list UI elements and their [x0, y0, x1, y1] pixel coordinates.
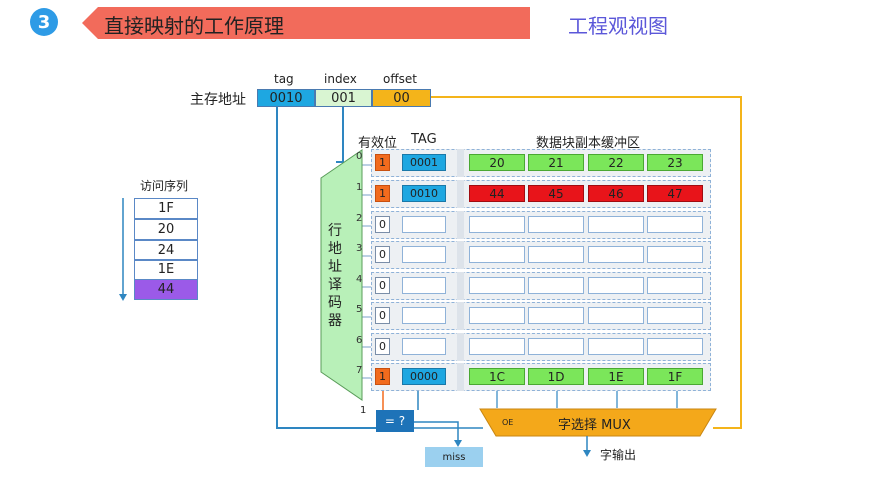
page-title: 直接映射的工作原理 [104, 14, 284, 38]
tag-cell: 0000 [402, 368, 446, 385]
row-separator [457, 272, 464, 300]
row-index: 1 [356, 182, 363, 193]
data-word-cell [588, 307, 644, 324]
data-word-cell: 22 [588, 154, 644, 171]
tag-cell [402, 246, 446, 263]
tag-cell [402, 307, 446, 324]
data-word-cell [588, 338, 644, 355]
row-index: 0 [356, 151, 363, 162]
row-separator [457, 241, 464, 269]
mux-oe-label: OE [502, 418, 514, 427]
row-separator [457, 180, 464, 208]
tag-cell: 0010 [402, 185, 446, 202]
row-index: 2 [356, 213, 363, 224]
data-word-cell: 47 [647, 185, 703, 202]
valid-bit: 1 [375, 185, 390, 202]
tag-cell [402, 277, 446, 294]
data-word-cell [647, 216, 703, 233]
data-word-cell [469, 216, 525, 233]
decoder-label: 行地址译码器 [328, 223, 342, 329]
row-separator [457, 211, 464, 239]
data-word-cell [588, 277, 644, 294]
row-separator [457, 302, 464, 330]
data-word-cell: 1C [469, 368, 525, 385]
valid-bit: 1 [375, 368, 390, 385]
data-word-cell: 1F [647, 368, 703, 385]
index-field-value: 001 [315, 89, 372, 107]
data-word-cell: 21 [528, 154, 584, 171]
decoder-outputs [362, 164, 371, 379]
data-word-cell: 45 [528, 185, 584, 202]
data-word-cell: 1E [588, 368, 644, 385]
tag-field-header: tag [274, 72, 294, 86]
word-output-label: 字输出 [600, 448, 637, 462]
valid-bit: 0 [375, 216, 390, 233]
data-word-cell [469, 246, 525, 263]
row-index: 3 [356, 243, 363, 254]
comparator-to-miss [414, 421, 459, 442]
data-word-cell [647, 307, 703, 324]
data-word-cell [528, 216, 584, 233]
word-select-mux [479, 408, 717, 437]
data-buffer-header: 数据块副本缓冲区 [536, 136, 641, 151]
mux-label: 字选择 MUX [558, 418, 631, 433]
tag-cell: 0001 [402, 154, 446, 171]
comparator-input-label: 1 [360, 405, 367, 416]
data-word-cell [528, 277, 584, 294]
data-word-cell [588, 246, 644, 263]
row-index: 4 [356, 274, 363, 285]
view-link[interactable]: 工程观视图 [568, 14, 668, 38]
tag-cell [402, 216, 446, 233]
offset-wire [431, 96, 742, 429]
row-index: 7 [356, 365, 363, 376]
sequence-item: 1E [134, 259, 198, 280]
tag-wire [276, 107, 376, 429]
step-number-badge: 3 [30, 8, 58, 36]
miss-indicator: miss [425, 447, 483, 467]
row-separator [457, 363, 464, 391]
sequence-item: 24 [134, 240, 198, 261]
data-word-cell: 46 [588, 185, 644, 202]
data-word-cell [647, 277, 703, 294]
title-banner [82, 7, 530, 39]
row-index: 5 [356, 304, 363, 315]
access-sequence-label: 访问序列 [140, 179, 189, 193]
row-index: 6 [356, 335, 363, 346]
valid-bit: 0 [375, 338, 390, 355]
valid-bit-header: 有效位 [358, 136, 398, 151]
tag-cell [402, 338, 446, 355]
valid-bit: 0 [375, 307, 390, 324]
offset-field-value: 00 [372, 89, 431, 107]
tag-column-header: TAG [411, 132, 437, 147]
index-field-header: index [324, 72, 357, 86]
valid-bit: 0 [375, 277, 390, 294]
data-word-cell [588, 216, 644, 233]
row-address-decoder [320, 149, 363, 401]
offset-field-header: offset [383, 72, 417, 86]
index-wire [336, 107, 344, 163]
data-word-cell: 44 [469, 185, 525, 202]
data-word-cell: 20 [469, 154, 525, 171]
data-word-cell [469, 277, 525, 294]
data-word-cell [528, 307, 584, 324]
address-label: 主存地址 [190, 92, 246, 108]
data-word-cell [528, 246, 584, 263]
sequence-item-current: 44 [134, 279, 198, 300]
data-word-cell: 23 [647, 154, 703, 171]
valid-bit: 0 [375, 246, 390, 263]
valid-bit: 1 [375, 154, 390, 171]
data-word-cell [647, 338, 703, 355]
data-word-cell [647, 246, 703, 263]
data-word-cell [469, 307, 525, 324]
row-separator [457, 149, 464, 177]
tag-comparator: = ? [376, 410, 414, 432]
sequence-item: 20 [134, 219, 198, 240]
data-word-cell [469, 338, 525, 355]
row-separator [457, 333, 464, 361]
data-word-cell: 1D [528, 368, 584, 385]
sequence-item: 1F [134, 198, 198, 219]
data-word-cell [528, 338, 584, 355]
tag-field-value: 0010 [257, 89, 315, 107]
